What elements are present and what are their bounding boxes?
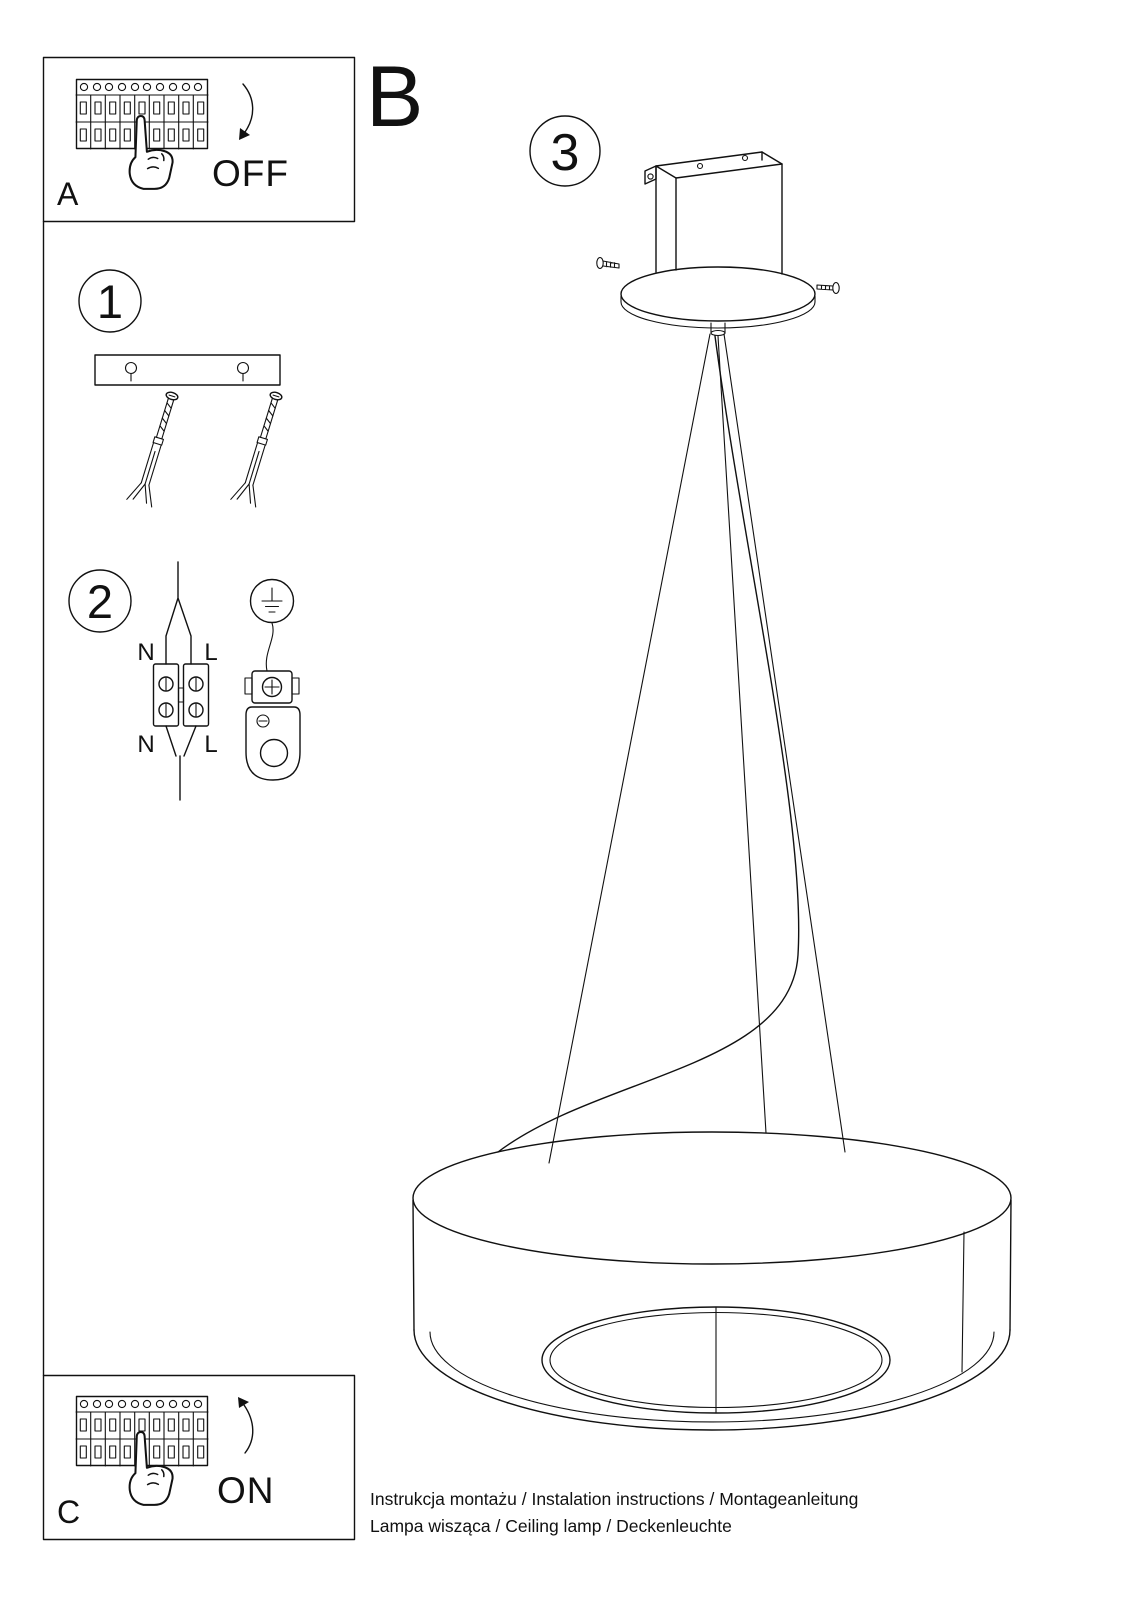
power-cable bbox=[497, 335, 800, 1153]
step-2-number: 2 bbox=[87, 575, 113, 628]
canopy-screw-icon bbox=[596, 256, 620, 270]
off-arrow-icon bbox=[239, 83, 254, 140]
live-label-bottom: L bbox=[204, 731, 217, 758]
section-b-label: B bbox=[366, 49, 423, 145]
step-1-number: 1 bbox=[97, 275, 123, 328]
hand-icon bbox=[128, 1430, 174, 1506]
on-label: ON bbox=[217, 1470, 275, 1511]
wall-anchor-icon bbox=[230, 388, 291, 508]
neutral-label-top: N bbox=[137, 639, 154, 666]
footer-line-1: Instrukcja montażu / Instalation instruc… bbox=[370, 1489, 858, 1509]
step-a-label: A bbox=[57, 176, 79, 212]
live-label-top: L bbox=[204, 639, 217, 666]
panel-c-frame bbox=[42, 1374, 356, 1541]
hand-icon bbox=[128, 114, 174, 190]
breaker-panel-off-illustration bbox=[75, 78, 254, 190]
step-3-badge bbox=[529, 115, 601, 187]
canopy bbox=[620, 266, 816, 337]
off-label: OFF bbox=[212, 153, 289, 194]
mounting-bracket-illustration bbox=[94, 354, 281, 386]
step-3-number: 3 bbox=[551, 124, 580, 182]
on-arrow-icon bbox=[238, 1397, 254, 1454]
suspension-wire bbox=[548, 333, 846, 1164]
ceiling-bracket bbox=[644, 151, 783, 275]
wall-anchor-icon bbox=[126, 388, 187, 508]
step-2-badge bbox=[68, 569, 132, 633]
lamp-ring bbox=[412, 1131, 1012, 1431]
terminal-block-illustration bbox=[152, 561, 210, 801]
neutral-label-bottom: N bbox=[137, 731, 154, 758]
step-c-label: C bbox=[57, 1494, 80, 1530]
panel-a-frame bbox=[42, 56, 356, 223]
ground-plate-illustration bbox=[245, 706, 301, 781]
lamp-assembly-illustration bbox=[412, 151, 1012, 1431]
breaker-panel-on-illustration bbox=[75, 1395, 254, 1506]
step-1-badge bbox=[78, 269, 142, 333]
ground-symbol-icon bbox=[249, 578, 295, 624]
canopy-screw-icon bbox=[816, 281, 840, 295]
footer-line-2: Lampa wisząca / Ceiling lamp / Deckenleu… bbox=[370, 1516, 732, 1536]
ground-clamp-illustration bbox=[244, 622, 300, 704]
